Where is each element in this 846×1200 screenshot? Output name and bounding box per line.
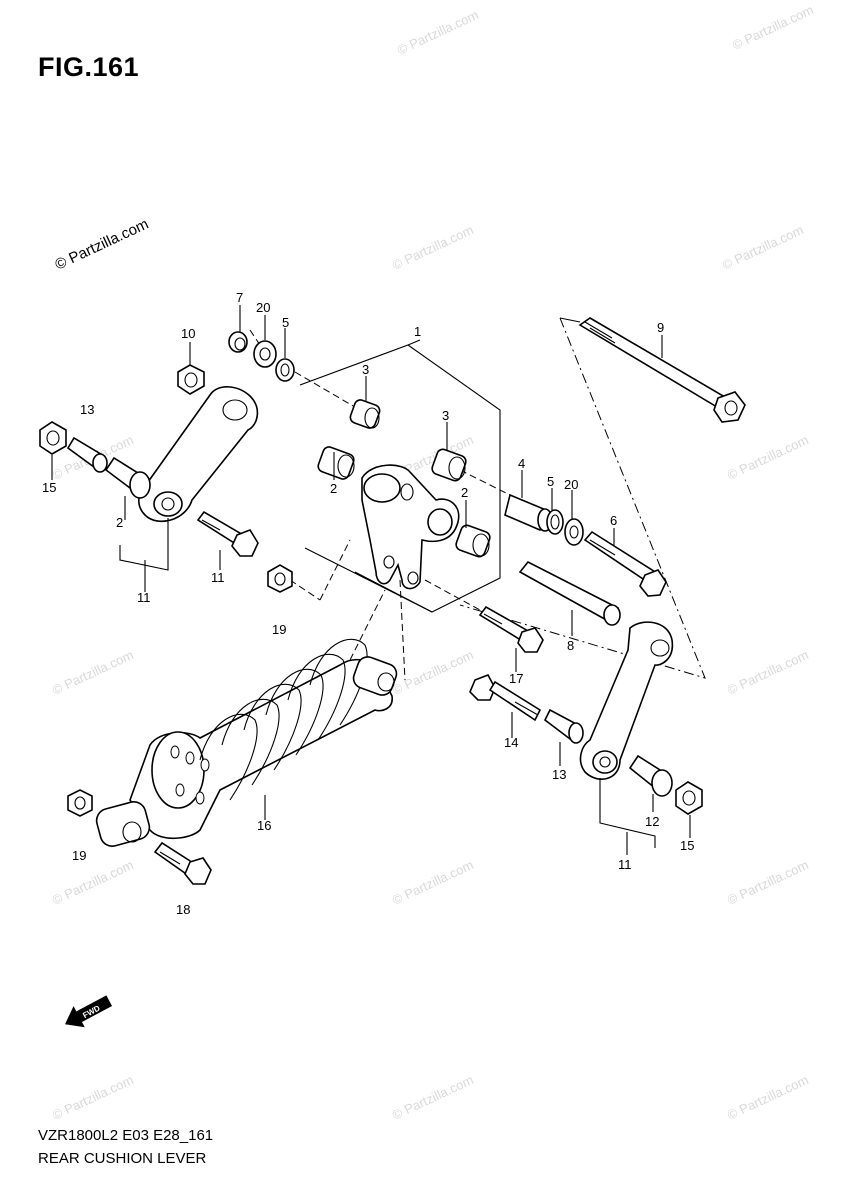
watermark: © Partzilla.com [50,1072,136,1123]
bolt-14-right [469,674,542,722]
label-11c: 11 [618,857,632,872]
watermark: © Partzilla.com [725,1072,811,1123]
bolt-17 [478,605,544,653]
leader-line [407,339,421,346]
label-2c: 2 [461,485,468,500]
bearing-12-left [104,456,151,499]
leader-line [304,547,433,613]
watermark: © Partzilla.com [50,857,136,908]
nut-15-right [675,781,703,815]
label-17: 17 [509,671,523,686]
label-5b: 5 [282,315,289,330]
bolt-6 [583,530,667,597]
leader-line [559,317,581,323]
label-19a: 19 [272,622,286,637]
nut-19 [267,564,293,593]
label-19b: 19 [72,848,86,863]
oil-seal-5 [546,509,564,535]
label-20b: 20 [564,477,578,492]
watermark: © Partzilla.com [50,647,136,698]
center-line [349,589,386,661]
label-6: 6 [610,513,617,528]
label-10: 10 [181,326,195,341]
label-15a: 15 [42,480,56,495]
needle-bearing-2b [455,524,491,558]
label-13b: 13 [552,767,566,782]
label-15b: 15 [680,838,694,853]
center-line [399,579,406,681]
center-line [424,579,481,611]
watermark: © Partzilla.com [725,432,811,483]
watermark: © Partzilla.com [390,647,476,698]
label-5a: 5 [547,474,554,489]
bolt-18 [153,841,212,885]
watermark: © Partzilla.com [395,7,481,58]
needle-bearing-2 [317,446,355,480]
figure-title: FIG.161 [38,52,140,82]
watermark-dark: © Partzilla.com [53,216,152,274]
label-3a: 3 [362,362,369,377]
center-line [294,371,361,411]
label-11a: 11 [137,590,151,605]
needle-bearing-3b [431,448,467,482]
shock-absorber-16 [95,638,398,847]
fwd-arrow: FWD [65,995,113,1028]
label-4: 4 [518,456,525,471]
label-18: 18 [176,902,190,917]
label-14: 14 [504,735,518,750]
label-2b: 2 [330,481,337,496]
washer-20-top [253,340,277,368]
label-2a: 2 [116,515,123,530]
label-12: 12 [645,814,659,829]
diagram-name: REAR CUSHION LEVER [38,1150,207,1167]
callout-labels: 1 2 2 2 3 3 4 5 5 6 7 8 9 10 11 11 11 12… [42,290,694,917]
watermark: © Partzilla.com [725,857,811,908]
watermark: © Partzilla.com [390,857,476,908]
watermark: © Partzilla.com [725,647,811,698]
label-1: 1 [414,324,421,339]
leader-lines [51,305,691,855]
label-16: 16 [257,818,271,833]
label-20a: 20 [256,300,270,315]
watermark: © Partzilla.com [720,222,806,273]
spacer-13-left [66,436,108,473]
cushion-lever-body [361,464,460,590]
washer-20 [564,518,584,546]
bearing-12-right [628,754,673,797]
nut-19-bottom [67,789,93,817]
label-3b: 3 [442,408,449,423]
bolt-9-reference-line [459,317,706,679]
watermark: © Partzilla.com [390,222,476,273]
pipe-8 [518,560,621,626]
spacer-7 [228,331,248,353]
model-code: VZR1800L2 E03 E28_161 [38,1127,214,1144]
watermark: © Partzilla.com [730,2,816,53]
watermark: © Partzilla.com [390,1072,476,1123]
label-9: 9 [657,320,664,335]
spacer-13-right [543,708,584,744]
label-7: 7 [236,290,243,305]
bolt-9 [578,317,746,423]
cushion-rod-left [138,386,259,523]
spacer-4 [504,493,553,532]
nut-15-left [39,421,67,455]
bolt-14-left [196,510,259,557]
oil-seal-5-top [275,358,295,382]
center-line [319,539,351,601]
nut-10 [177,364,205,395]
watermark-layer: © Partzilla.com © Partzilla.com © Partzi… [50,2,816,1123]
cushion-rod-right [579,621,674,780]
label-13a: 13 [80,402,94,417]
center-line [289,579,321,601]
label-8: 8 [567,638,574,653]
center-line [249,329,271,361]
label-11b: 11 [211,570,225,585]
needle-bearing-3 [349,399,381,429]
